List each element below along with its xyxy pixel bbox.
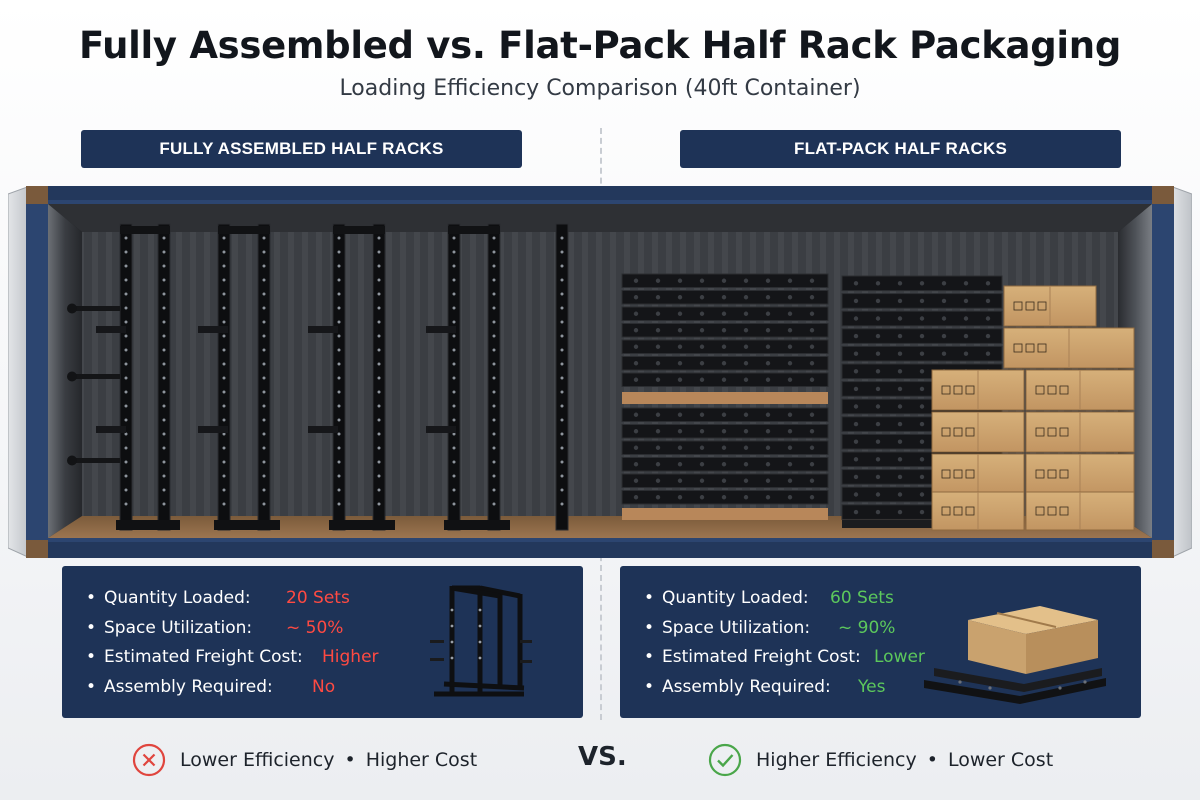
stat-label: Assembly Required: (104, 676, 273, 697)
bullet: • (86, 676, 97, 697)
cardboard-boxes (931, 285, 1135, 531)
bullet: • (644, 617, 655, 638)
stat-label: Space Utilization: (104, 617, 253, 638)
stat-freight-cost: • Estimated Freight Cost: Lower (644, 645, 974, 675)
assembled-racks (67, 223, 569, 531)
flatpack-box-icon (924, 606, 1106, 704)
check-circle-icon (708, 743, 742, 777)
verdict-cost: Lower Cost (947, 749, 1054, 771)
assembled-rack-icon (430, 585, 532, 697)
stat-value: Higher (322, 647, 379, 667)
stat-label: Quantity Loaded: (662, 588, 809, 608)
bullet: • (644, 647, 655, 667)
stat-quantity-loaded: • Quantity Loaded: 20 Sets (86, 586, 416, 616)
stat-value: Yes (858, 676, 886, 697)
stat-label: Estimated Freight Cost: (104, 647, 303, 667)
bullet: • (86, 647, 97, 667)
vs-label: VS. (578, 742, 627, 772)
stat-quantity-loaded: • Quantity Loaded: 60 Sets (644, 586, 974, 616)
shipping-container-illustration (8, 186, 1192, 558)
stat-value: No (312, 676, 336, 697)
stat-value: ~ 90% (838, 617, 896, 638)
stat-value: ~ 50% (286, 617, 344, 638)
flatpack-section-label: FLAT-PACK HALF RACKS (680, 130, 1121, 168)
verdict-separator: • (344, 749, 356, 771)
flatpack-verdict: Higher Efficiency • Lower Cost (708, 742, 1053, 778)
bullet: • (86, 617, 97, 638)
stat-value: 60 Sets (830, 588, 894, 608)
assembled-verdict: Lower Efficiency • Higher Cost (132, 742, 477, 778)
flatpack-info-panel: • Quantity Loaded: 60 Sets • Space Utili… (620, 566, 1141, 718)
stat-label: Estimated Freight Cost: (662, 647, 861, 667)
stat-freight-cost: • Estimated Freight Cost: Higher (86, 645, 416, 675)
page-subtitle: Loading Efficiency Comparison (40ft Cont… (339, 76, 861, 101)
stat-value: Lower (874, 647, 925, 667)
stat-space-utilization: • Space Utilization: ~ 50% (86, 616, 416, 646)
assembled-info-panel: • Quantity Loaded: 20 Sets • Space Utili… (62, 566, 583, 718)
verdict-cost: Higher Cost (365, 749, 478, 771)
stat-label: Quantity Loaded: (104, 588, 251, 608)
stat-label: Space Utilization: (662, 617, 811, 638)
verdict-efficiency: Lower Efficiency (180, 749, 335, 771)
stat-assembly-required: • Assembly Required: Yes (644, 675, 974, 705)
bullet: • (644, 588, 655, 608)
stat-label: Assembly Required: (662, 676, 831, 697)
verdict-separator: • (926, 749, 938, 771)
stat-assembly-required: • Assembly Required: No (86, 675, 416, 705)
x-circle-icon (132, 743, 166, 777)
bullet: • (644, 676, 655, 697)
stat-value: 20 Sets (286, 588, 350, 608)
stat-space-utilization: • Space Utilization: ~ 90% (644, 616, 974, 646)
page-title: Fully Assembled vs. Flat-Pack Half Rack … (78, 24, 1122, 67)
bullet: • (86, 588, 97, 608)
assembled-section-label: FULLY ASSEMBLED HALF RACKS (81, 130, 522, 168)
verdict-efficiency: Higher Efficiency (756, 749, 917, 771)
